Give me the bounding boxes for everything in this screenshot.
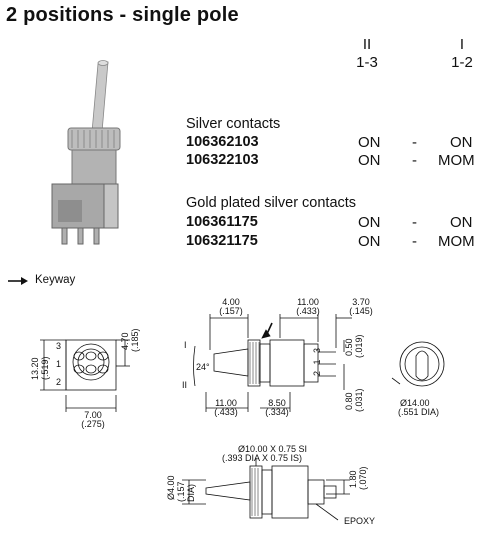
dim-label: (.433) bbox=[296, 306, 320, 316]
dim-label: 11.00 bbox=[215, 398, 237, 408]
part-number: 106361175 bbox=[186, 214, 258, 230]
dim-label: (.185) bbox=[130, 328, 140, 352]
state-b: MOM bbox=[438, 233, 475, 250]
dim-label: 1.80 bbox=[348, 470, 358, 488]
thread-label: Ø10.00 X 0.75 SI bbox=[238, 444, 308, 454]
pin-label: 3 bbox=[56, 341, 62, 351]
dim-label: (.433) bbox=[214, 407, 238, 417]
dim-label: (.334) bbox=[265, 407, 289, 417]
dash: - bbox=[412, 152, 417, 169]
dim-label: 11.00 bbox=[297, 297, 319, 307]
side-pins-label: 2 1 3 bbox=[312, 345, 322, 376]
state-b: MOM bbox=[438, 152, 475, 169]
part-number: 106322103 bbox=[186, 152, 259, 168]
page-title: 2 positions - single pole bbox=[6, 4, 239, 26]
dim-label: (.070) bbox=[358, 466, 368, 490]
part-number: 106362103 bbox=[186, 134, 259, 150]
dim-label: 7.00 bbox=[84, 410, 102, 420]
dim-label: (.551 DIA) bbox=[398, 407, 440, 417]
state-a: ON bbox=[358, 214, 381, 231]
pin-label: 2 bbox=[56, 377, 62, 387]
part-number: 106321175 bbox=[186, 233, 258, 249]
dash: - bbox=[412, 134, 417, 151]
dim-label: Ø4.00 bbox=[166, 475, 176, 500]
toggle-switch-photo bbox=[51, 60, 121, 245]
dim-label: 0.50 bbox=[344, 338, 354, 356]
dash: - bbox=[412, 233, 417, 250]
dim-label: (.019) bbox=[354, 334, 364, 358]
keyway-label: Keyway bbox=[35, 274, 76, 286]
position-label: II bbox=[182, 380, 188, 390]
state-a: ON bbox=[358, 134, 381, 151]
dim-label: (.275) bbox=[81, 419, 105, 429]
dim-label: (.145) bbox=[349, 306, 373, 316]
dim-label: 4.00 bbox=[222, 297, 240, 307]
state-a: ON bbox=[358, 233, 381, 250]
angle-label: 24° bbox=[196, 362, 210, 372]
dim-label: 8.50 bbox=[268, 398, 286, 408]
dim-label: 3.70 bbox=[352, 297, 370, 307]
col2-position: I bbox=[459, 36, 465, 53]
epoxy-label: EPOXY bbox=[344, 516, 376, 526]
state-b: ON bbox=[450, 134, 473, 151]
state-a: ON bbox=[358, 152, 381, 169]
dim-label: (.157 DIA) bbox=[176, 481, 196, 502]
col1-pins: 1-3 bbox=[356, 54, 378, 71]
dim-label: 13.20 bbox=[30, 357, 40, 380]
pin-label: 1 bbox=[56, 359, 62, 369]
col1-position: II bbox=[362, 36, 372, 53]
dim-label: (.031) bbox=[354, 388, 364, 412]
dash: - bbox=[412, 214, 417, 231]
dim-label: 0.80 bbox=[344, 392, 354, 410]
gold-heading: Gold plated silver contacts bbox=[186, 195, 357, 211]
dim-label: (.519) bbox=[40, 356, 50, 380]
dim-label: 4.70 bbox=[120, 332, 130, 350]
dim-label: Ø14.00 bbox=[400, 398, 430, 408]
silver-heading: Silver contacts bbox=[186, 116, 281, 132]
position-label: I bbox=[184, 340, 187, 350]
thread-label: (.393 DIA X 0.75 IS) bbox=[222, 453, 303, 463]
col2-pins: 1-2 bbox=[451, 54, 473, 71]
state-b: ON bbox=[450, 214, 473, 231]
dim-label: (.157) bbox=[219, 306, 243, 316]
